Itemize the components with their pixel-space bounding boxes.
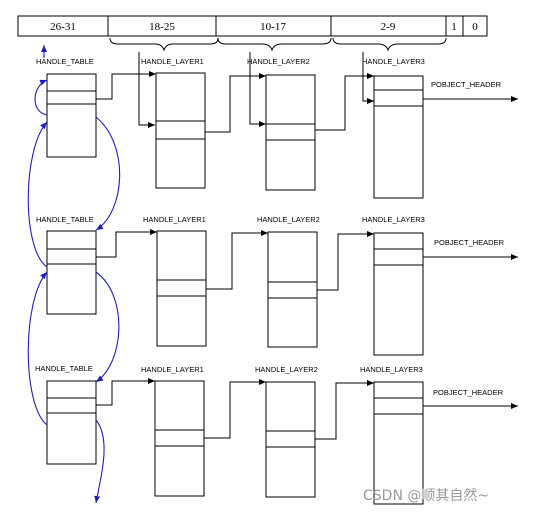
handle-table-label: HANDLE_TABLE bbox=[36, 215, 94, 224]
bit-field-0: 0 bbox=[472, 21, 478, 33]
watermark-text: CSDN @顺其自然~ bbox=[363, 487, 489, 504]
handle-table-box bbox=[46, 230, 97, 315]
table2-to-table3-flink bbox=[95, 271, 120, 383]
handle-row-1: HANDLE_TABLE HANDLE_LAYER1 HANDLE_LAYER2… bbox=[36, 57, 518, 199]
table1-self-link bbox=[34, 79, 48, 116]
table-to-layer1-arrow bbox=[96, 229, 157, 258]
handle-layer1-box bbox=[155, 72, 206, 189]
pobject-header-label: POBJECT_HEADER bbox=[434, 238, 505, 247]
pobject-header-label: POBJECT_HEADER bbox=[433, 388, 504, 397]
handle-layer1-label: HANDLE_LAYER1 bbox=[141, 365, 204, 374]
handle-layer2-box bbox=[265, 74, 316, 191]
layer2-to-layer3-arrow bbox=[315, 380, 374, 440]
bit-field-1: 1 bbox=[451, 21, 457, 33]
bit-field-18-25: 18-25 bbox=[149, 21, 175, 33]
handle-layer3-box bbox=[373, 75, 424, 199]
table-list-links bbox=[27, 79, 121, 504]
bit-field-2-9: 2-9 bbox=[381, 21, 396, 33]
handle-layer3-label: HANDLE_LAYER3 bbox=[362, 57, 425, 66]
handle-table-label: HANDLE_TABLE bbox=[36, 57, 94, 66]
layer1-to-layer2-arrow bbox=[205, 73, 266, 133]
layer1-to-layer2-arrow bbox=[204, 379, 266, 439]
table3-next-flink bbox=[94, 419, 105, 504]
handle-table-box bbox=[46, 380, 97, 465]
table3-to-table2-blink bbox=[27, 271, 48, 426]
table-to-layer1-arrow bbox=[96, 71, 156, 100]
handle-layer2-box bbox=[265, 381, 316, 498]
bit-field-10-17: 10-17 bbox=[260, 21, 286, 33]
handle-layer2-label: HANDLE_LAYER2 bbox=[247, 57, 310, 66]
table1-to-table2-flink bbox=[95, 116, 121, 231]
layer2-to-layer3-arrow bbox=[317, 231, 374, 291]
handle-table-label: HANDLE_TABLE bbox=[35, 364, 93, 373]
handle-layer1-label: HANDLE_LAYER1 bbox=[141, 57, 204, 66]
handle-row-3: HANDLE_TABLE HANDLE_LAYER1 HANDLE_LAYER2… bbox=[35, 364, 518, 505]
handle-layer3-box bbox=[373, 232, 424, 356]
handle-layer1-box bbox=[156, 230, 207, 347]
handle-layer2-box bbox=[267, 231, 318, 348]
handle-layer1-label: HANDLE_LAYER1 bbox=[143, 215, 206, 224]
handle-layer3-label: HANDLE_LAYER3 bbox=[360, 365, 423, 374]
handle-layer3-box bbox=[373, 381, 424, 505]
bit-field-braces bbox=[109, 37, 447, 52]
bit-field-bar bbox=[17, 15, 488, 37]
handle-layer3-label: HANDLE_LAYER3 bbox=[362, 215, 425, 224]
handle-bit-fields: 26-31 18-25 10-17 2-9 1 0 bbox=[17, 15, 488, 37]
handle-layer2-label: HANDLE_LAYER2 bbox=[255, 365, 318, 374]
table-to-layer1-arrow bbox=[96, 378, 155, 406]
layer3-index-pointer bbox=[362, 52, 374, 104]
bit-field-26-31: 26-31 bbox=[50, 21, 76, 33]
handle-layer2-label: HANDLE_LAYER2 bbox=[257, 215, 320, 224]
handle-table-box bbox=[46, 73, 97, 158]
layer1-index-pointer bbox=[138, 52, 155, 128]
handle-layer1-box bbox=[154, 380, 205, 497]
pobject-header-label: POBJECT_HEADER bbox=[431, 80, 502, 89]
layer2-to-layer3-arrow bbox=[315, 73, 374, 131]
table2-to-table1-blink bbox=[27, 121, 48, 268]
layer1-to-layer2-arrow bbox=[206, 230, 268, 290]
